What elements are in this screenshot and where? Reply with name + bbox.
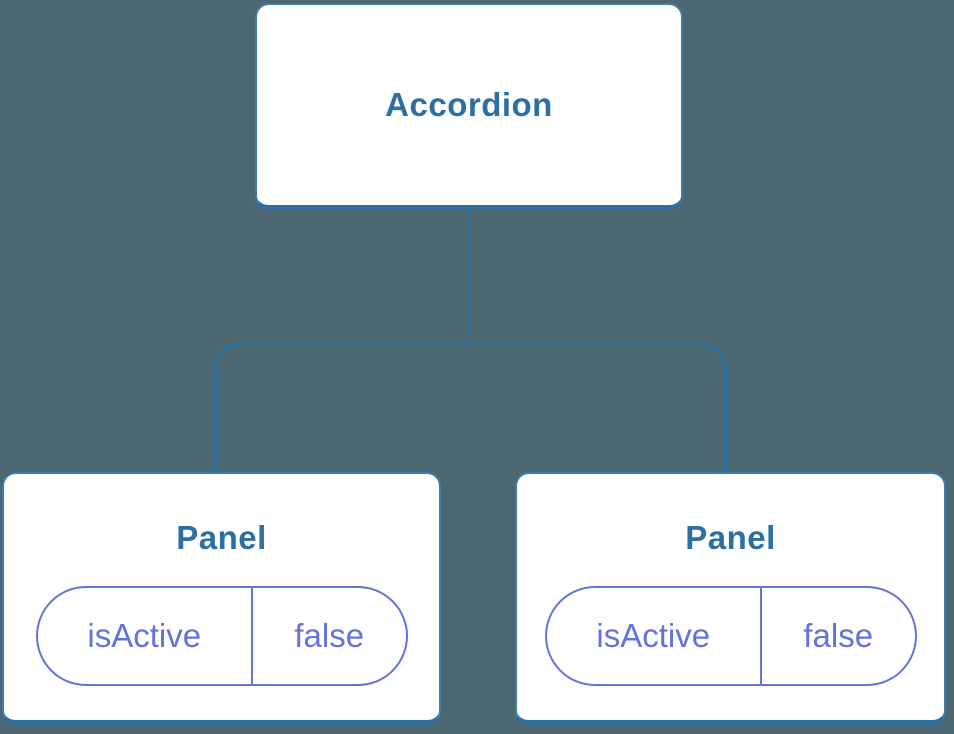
state-pill: isActive false — [35, 586, 408, 687]
tree-node-accordion: Accordion — [255, 3, 683, 210]
branch-bracket-line — [214, 343, 727, 473]
state-pill: isActive false — [544, 586, 917, 687]
state-name: isActive — [38, 588, 253, 685]
node-label: Panel — [685, 519, 776, 556]
tree-node-panel-1: Panel isActive false — [2, 472, 441, 725]
node-label: Panel — [176, 519, 267, 556]
node-label: Accordion — [385, 85, 553, 123]
tree-node-panel-2: Panel isActive false — [515, 472, 946, 725]
state-value: false — [803, 617, 874, 655]
state-value: false — [294, 617, 365, 655]
state-name: isActive — [547, 588, 762, 685]
